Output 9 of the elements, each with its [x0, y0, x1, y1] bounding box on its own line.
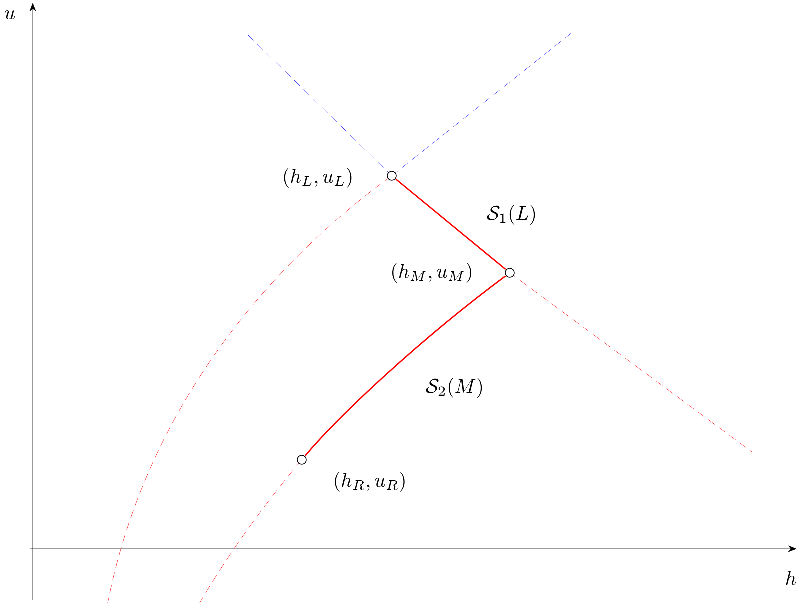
edge-label: $\mathcal{S}_1(L)$ — [487, 205, 536, 225]
point-label: $(h_R,u_R)$ — [335, 472, 405, 492]
point-label: $(h_M,u_M)$ — [392, 263, 472, 283]
axis-label: $h$ — [786, 571, 796, 586]
axis-label: $u$ — [4, 10, 16, 20]
point-label: $(h_L,u_L)$ — [284, 168, 352, 188]
shock-curve — [396, 178, 506, 270]
shock-curve — [304, 276, 506, 456]
edge-label: $\mathcal{S}_2(M)$ — [426, 378, 482, 398]
